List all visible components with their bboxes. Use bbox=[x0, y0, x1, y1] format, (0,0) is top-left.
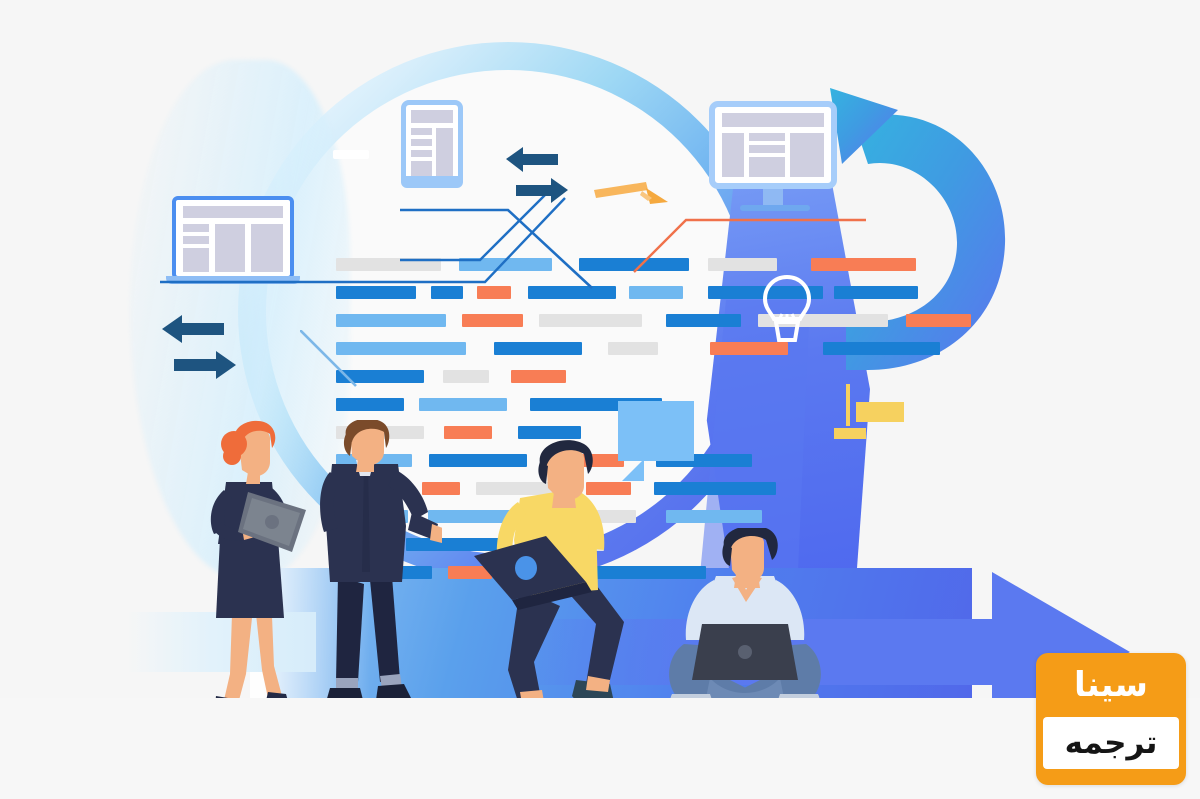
refresh-cycle-arrow-icon bbox=[830, 88, 1006, 370]
code-bar bbox=[336, 286, 416, 299]
tablet-wireframe bbox=[401, 100, 463, 188]
lightbulb-icon bbox=[762, 274, 812, 342]
code-bar bbox=[579, 258, 689, 271]
code-bar bbox=[511, 370, 566, 383]
code-bar bbox=[336, 398, 404, 411]
brand-logo: سینا ترجمه bbox=[1036, 653, 1186, 785]
code-bar bbox=[629, 286, 683, 299]
logo-panel: ترجمه bbox=[1043, 717, 1179, 769]
monitor-wireframe bbox=[709, 101, 837, 189]
code-bar bbox=[419, 398, 507, 411]
code-bar bbox=[494, 342, 582, 355]
code-bar bbox=[443, 370, 489, 383]
code-bar bbox=[422, 482, 460, 495]
connector-line-diagonal bbox=[400, 208, 593, 289]
code-bar bbox=[823, 342, 940, 355]
pencil-icon bbox=[594, 182, 668, 204]
code-bar bbox=[459, 258, 552, 271]
code-bar bbox=[431, 286, 463, 299]
code-bar bbox=[539, 314, 642, 327]
code-bar bbox=[586, 566, 706, 579]
floor-background bbox=[0, 698, 1200, 799]
woman-with-tablet bbox=[210, 420, 306, 720]
code-bar bbox=[811, 258, 916, 271]
code-bar bbox=[518, 426, 581, 439]
man-in-suit-pointing bbox=[320, 420, 442, 710]
code-bar bbox=[834, 286, 918, 299]
code-bar bbox=[429, 454, 527, 467]
tablet-chin bbox=[401, 176, 463, 188]
double-arrow-icon bbox=[162, 315, 236, 379]
logo-line1: سینا bbox=[1074, 665, 1148, 705]
code-bar bbox=[444, 426, 492, 439]
code-bar bbox=[336, 314, 446, 327]
code-bar bbox=[528, 286, 616, 299]
logo-line2: ترجمه bbox=[1064, 725, 1158, 761]
code-bar bbox=[586, 482, 631, 495]
code-bar bbox=[666, 510, 762, 523]
laptop-base bbox=[166, 276, 300, 284]
monitor-foot bbox=[740, 205, 810, 211]
code-bar bbox=[608, 342, 658, 355]
code-bar bbox=[708, 258, 777, 271]
connector-line-left bbox=[300, 330, 357, 387]
right-arrow-icon bbox=[130, 572, 1130, 732]
code-bar bbox=[336, 370, 424, 383]
code-bar bbox=[654, 482, 776, 495]
code-bar bbox=[336, 342, 466, 355]
white-dash bbox=[333, 150, 369, 159]
code-bar bbox=[477, 286, 511, 299]
code-bar bbox=[336, 258, 441, 271]
monitor-neck bbox=[763, 189, 783, 209]
connector-lines bbox=[160, 190, 566, 284]
man-cross-legged bbox=[669, 528, 821, 713]
code-bar bbox=[906, 314, 971, 327]
code-bar bbox=[710, 342, 788, 355]
bar-chart-icon bbox=[834, 384, 904, 439]
code-bar bbox=[666, 314, 741, 327]
code-bar bbox=[462, 314, 523, 327]
connector-line-orange bbox=[633, 218, 866, 273]
speech-bubble-icon bbox=[618, 401, 694, 461]
double-arrow-icon bbox=[506, 147, 568, 203]
code-bar bbox=[448, 566, 492, 579]
code-bar bbox=[406, 538, 506, 551]
code-block bbox=[336, 258, 971, 598]
man-with-laptop-seated bbox=[474, 440, 624, 724]
code-bar bbox=[476, 482, 568, 495]
